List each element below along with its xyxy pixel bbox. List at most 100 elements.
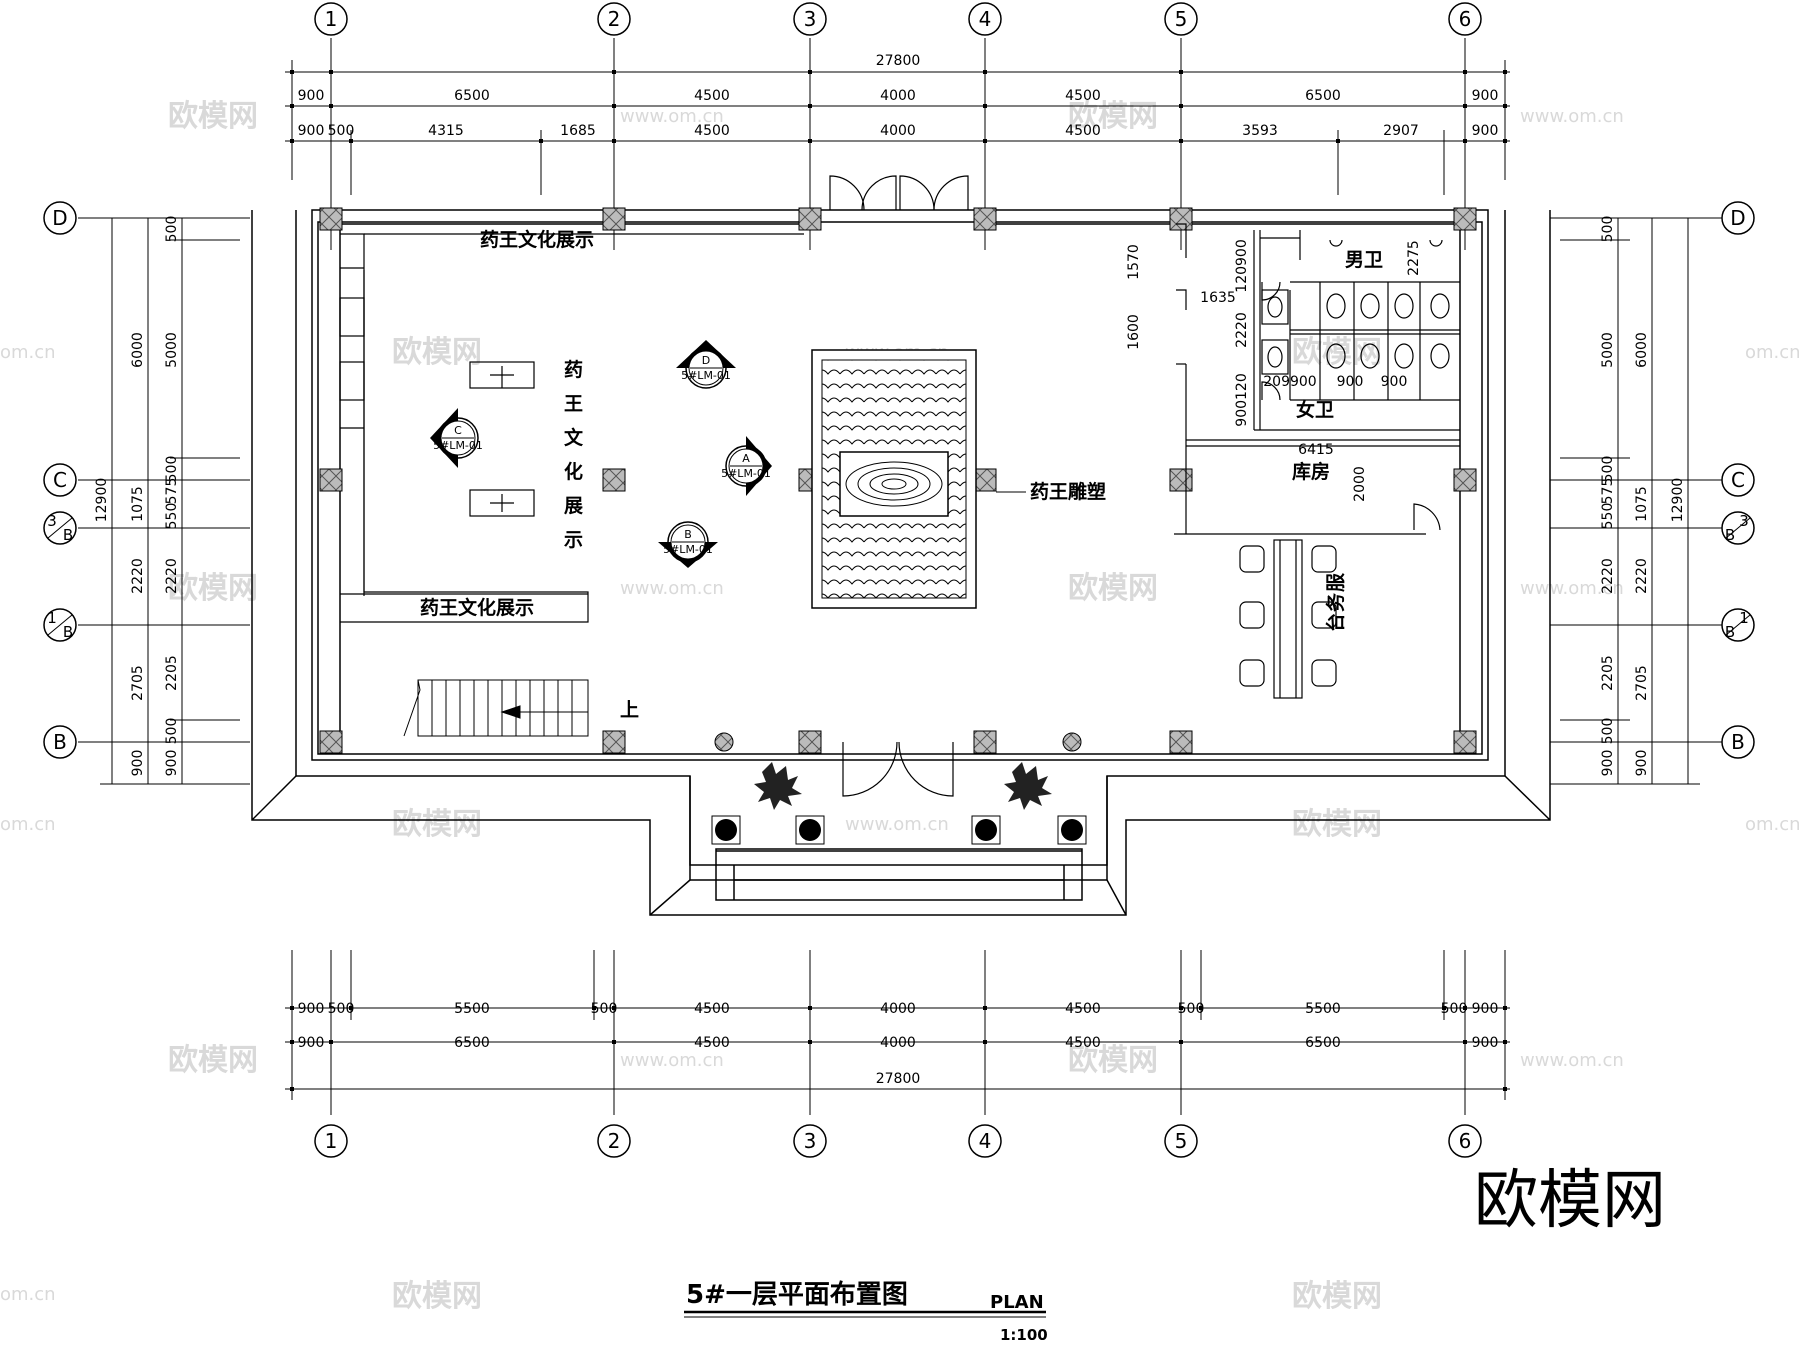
svg-text:3: 3 bbox=[1739, 512, 1749, 530]
svg-text:6000: 6000 bbox=[130, 332, 146, 368]
watermark-url: www.om.cn bbox=[1520, 578, 1624, 599]
svg-text:1075: 1075 bbox=[130, 486, 146, 522]
row-axis-markers: D C 3B 1B B D C 3B 1B B bbox=[43, 201, 1755, 759]
svg-text:4000: 4000 bbox=[880, 123, 916, 139]
svg-text:5500: 5500 bbox=[454, 1001, 490, 1017]
svg-text:4500: 4500 bbox=[694, 1001, 730, 1017]
svg-text:500: 500 bbox=[591, 1001, 618, 1017]
watermark-url: www.om.cn bbox=[620, 578, 724, 599]
svg-text:服: 服 bbox=[1325, 572, 1347, 592]
svg-text:500: 500 bbox=[164, 718, 180, 745]
watermark-url: www.om.cn bbox=[845, 814, 949, 835]
svg-text:500: 500 bbox=[328, 123, 355, 139]
svg-text:2275: 2275 bbox=[1406, 240, 1422, 276]
svg-text:575: 575 bbox=[1600, 478, 1616, 505]
right-dimensions: 500 5000 500 575 550 2220 2205 500 900 6… bbox=[1600, 216, 1686, 777]
mens-wc-label: 男卫 bbox=[1345, 249, 1383, 271]
watermark-url-short: om.cn bbox=[0, 1284, 56, 1305]
axis-bubble-B-left: B bbox=[43, 725, 77, 759]
svg-text:4500: 4500 bbox=[694, 123, 730, 139]
axis-bubble-C-left: C bbox=[43, 463, 77, 497]
title-block: 5#一层平面布置图 PLAN 1:100 bbox=[684, 1280, 1048, 1344]
svg-text:6: 6 bbox=[1459, 7, 1472, 31]
service-desk-label: 服 务 台 bbox=[1324, 572, 1347, 632]
axis-bubble-1-bottom: 1 bbox=[314, 1124, 348, 1158]
axis-bubble-1B-left: 1B bbox=[43, 608, 77, 642]
svg-text:D: D bbox=[52, 206, 67, 230]
lamp-icon bbox=[1057, 815, 1087, 845]
svg-text:500: 500 bbox=[328, 1001, 355, 1017]
svg-text:12900: 12900 bbox=[94, 478, 110, 523]
svg-text:1: 1 bbox=[1739, 609, 1749, 627]
svg-text:5000: 5000 bbox=[1600, 332, 1616, 368]
axis-bubble-3-top: 3 bbox=[793, 2, 827, 36]
svg-text:1: 1 bbox=[325, 7, 338, 31]
watermark-url: www.om.cn bbox=[620, 106, 724, 127]
svg-text:D: D bbox=[702, 354, 710, 367]
axis-bubble-D-right: D bbox=[1721, 201, 1755, 235]
svg-text:900: 900 bbox=[1472, 1001, 1499, 1017]
axis-bubble-5-top: 5 bbox=[1164, 2, 1198, 36]
svg-text:展: 展 bbox=[564, 495, 583, 517]
svg-text:5#LM-01: 5#LM-01 bbox=[433, 439, 483, 452]
watermark-url: www.om.cn bbox=[620, 1050, 724, 1071]
svg-text:1635: 1635 bbox=[1200, 290, 1236, 306]
stair-up-label: 上 bbox=[620, 699, 639, 721]
svg-text:500: 500 bbox=[1600, 216, 1616, 243]
svg-text:2205: 2205 bbox=[1600, 655, 1616, 691]
svg-text:575: 575 bbox=[164, 478, 180, 505]
watermark-logo: 欧模网 bbox=[168, 1043, 258, 1078]
watermark-url: www.om.cn bbox=[1520, 106, 1624, 127]
svg-text:C: C bbox=[1731, 468, 1745, 492]
svg-text:900: 900 bbox=[1381, 374, 1408, 390]
sculpture-label: 药王雕塑 bbox=[1030, 480, 1106, 503]
elevation-marker-C: C 5#LM-01 bbox=[430, 408, 483, 468]
svg-text:6500: 6500 bbox=[1305, 1035, 1341, 1051]
axis-bubble-D-left: D bbox=[43, 201, 77, 235]
entrance-decor bbox=[711, 762, 1087, 845]
watermark-url-short: om.cn bbox=[1745, 342, 1800, 363]
svg-text:2000: 2000 bbox=[1352, 466, 1368, 502]
dim-top-total: 27800 bbox=[876, 53, 921, 69]
elevation-marker-A: A 5#LM-01 bbox=[721, 436, 772, 496]
svg-text:1685: 1685 bbox=[560, 123, 596, 139]
svg-text:B: B bbox=[1725, 526, 1735, 544]
dim-bottom-total: 27800 bbox=[876, 1071, 921, 1087]
drawing-scale: 1:100 bbox=[1000, 1326, 1048, 1344]
svg-text:4500: 4500 bbox=[694, 88, 730, 104]
svg-text:2205: 2205 bbox=[164, 655, 180, 691]
exhibit-vertical-label: 药 王 文 化 展 示 bbox=[564, 358, 584, 551]
storage-label: 库房 bbox=[1292, 460, 1330, 483]
watermark-logo: 欧模网 bbox=[1068, 1043, 1158, 1078]
svg-text:6500: 6500 bbox=[454, 1035, 490, 1051]
svg-text:3: 3 bbox=[804, 1129, 817, 1153]
svg-text:4: 4 bbox=[979, 1129, 992, 1153]
svg-text:120900: 120900 bbox=[1234, 239, 1250, 292]
svg-text:王: 王 bbox=[564, 393, 583, 415]
svg-text:B: B bbox=[63, 526, 73, 544]
axis-bubble-B-right: B bbox=[1721, 725, 1755, 759]
axis-bubble-6-bottom: 6 bbox=[1448, 1124, 1482, 1158]
axis-bubble-1-top: 1 bbox=[314, 2, 348, 36]
svg-text:3: 3 bbox=[47, 512, 57, 530]
svg-text:6: 6 bbox=[1459, 1129, 1472, 1153]
axis-bubble-4-bottom: 4 bbox=[968, 1124, 1002, 1158]
lamp-icon bbox=[711, 815, 741, 845]
svg-text:B: B bbox=[53, 730, 67, 754]
svg-text:文: 文 bbox=[564, 426, 584, 449]
svg-text:900: 900 bbox=[1600, 750, 1616, 777]
watermark-url-short: om.cn bbox=[0, 814, 56, 835]
svg-text:5#LM-01: 5#LM-01 bbox=[663, 543, 713, 556]
svg-text:2220: 2220 bbox=[1634, 558, 1650, 594]
watermark-logo: 欧模网 bbox=[1068, 571, 1158, 606]
svg-text:B: B bbox=[63, 623, 73, 641]
axis-bubble-1B-right: 1B bbox=[1721, 608, 1755, 642]
svg-text:900: 900 bbox=[298, 123, 325, 139]
svg-text:5#LM-01: 5#LM-01 bbox=[681, 369, 731, 382]
svg-text:示: 示 bbox=[564, 529, 583, 551]
watermark-logo: 欧模网 bbox=[1292, 1279, 1382, 1314]
interior-dimensions: 1570 1600 1635 2220 120900 2275 900120 2… bbox=[1126, 239, 1422, 502]
watermarks: 欧模网 欧模网 欧模网 欧模网 欧模网 欧模网 欧模网 欧模网 欧模网 欧模网 … bbox=[0, 99, 1800, 1314]
axis-bubble-4-top: 4 bbox=[968, 2, 1002, 36]
